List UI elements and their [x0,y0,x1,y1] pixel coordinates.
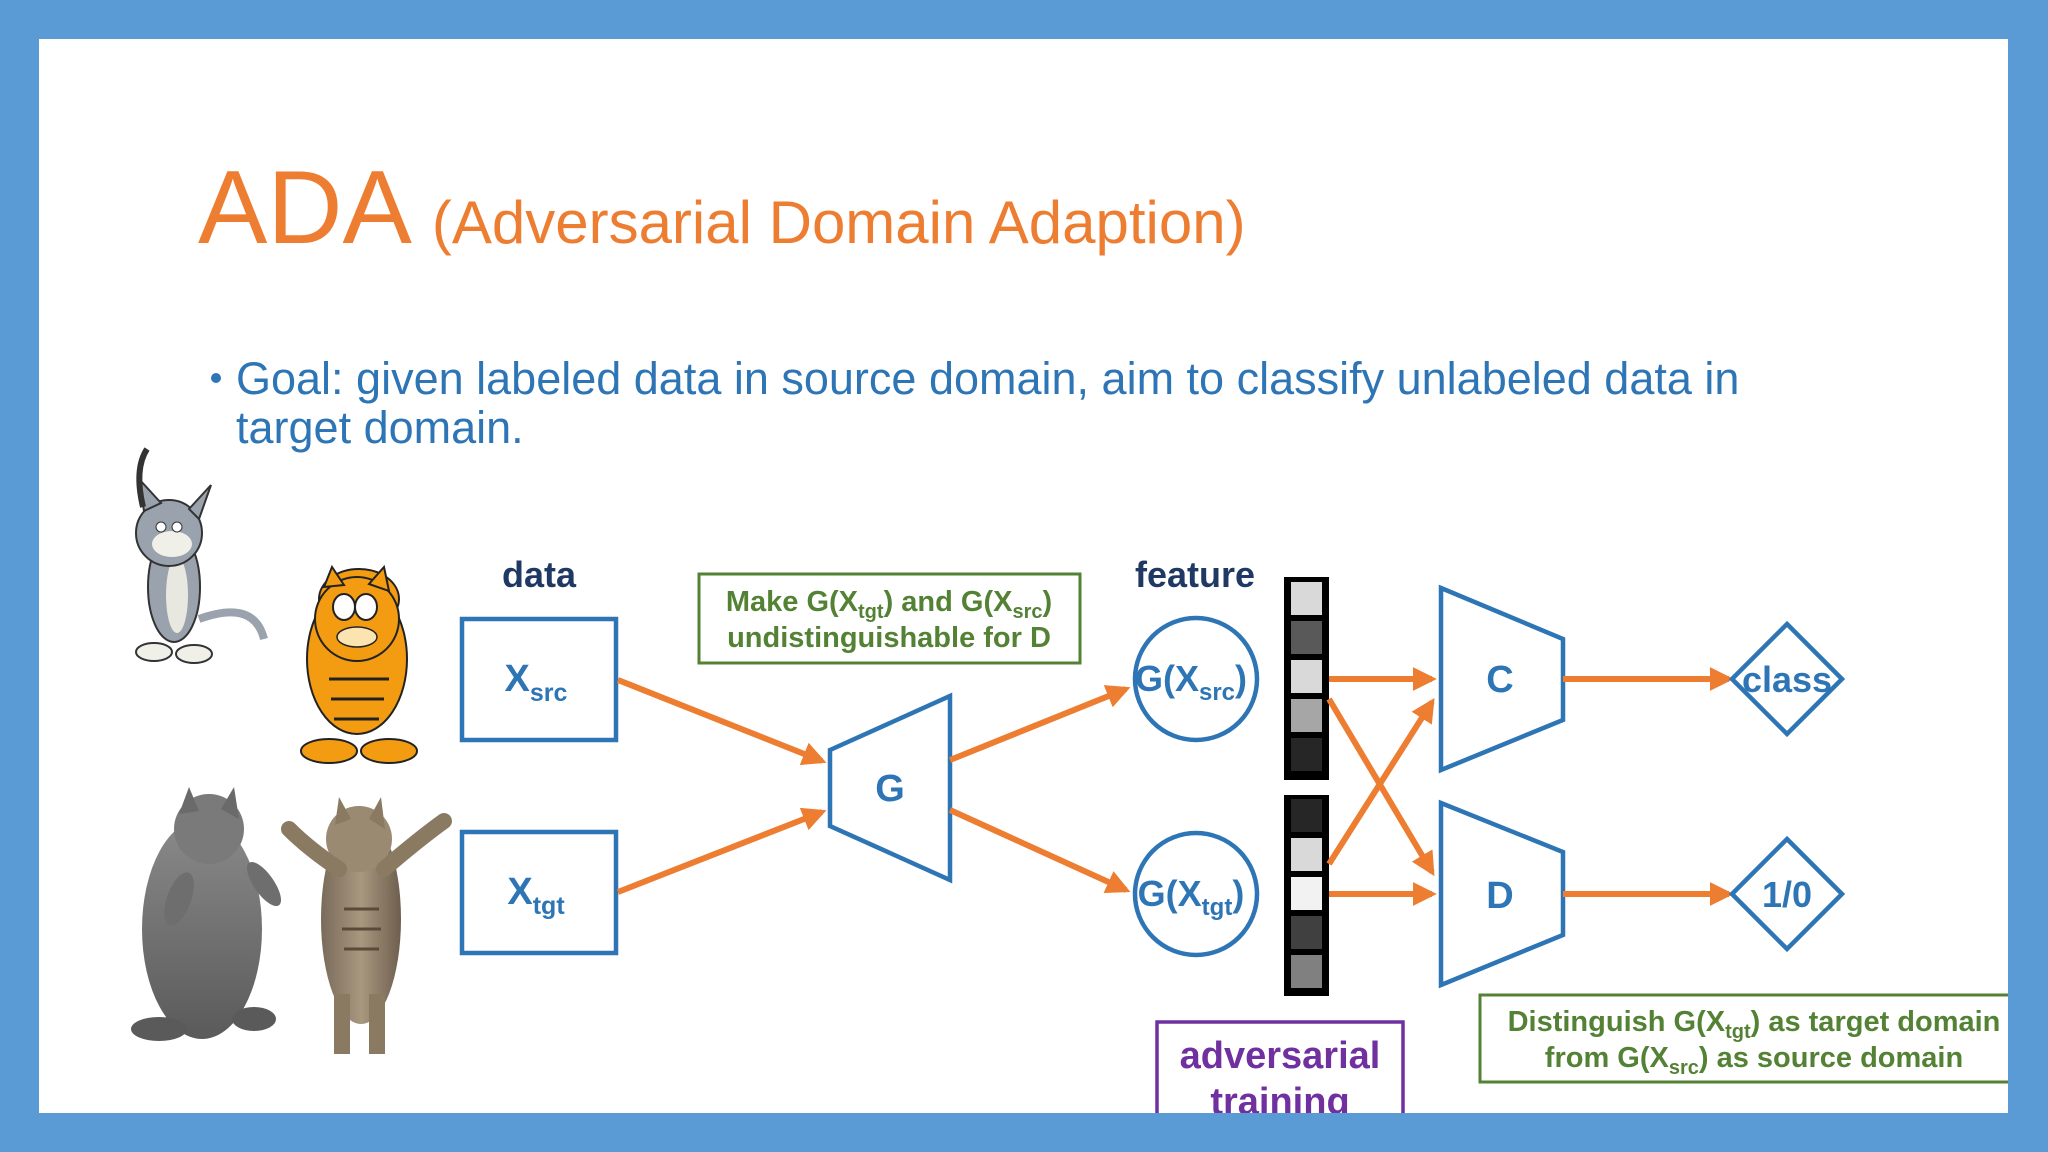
tgt-feature-cell [1291,916,1322,949]
classifier-c [1438,584,1566,774]
make-undistinguishable-note [697,572,1082,665]
c-label: C [1486,659,1513,701]
distinguish-note [1478,993,2008,1084]
g-xsrc-node [1132,615,1260,743]
tgt-feature-cell [1291,838,1322,871]
src-feature-cell [1291,660,1322,693]
x-tgt-label: Xtgt [507,871,565,920]
x-src-box [459,616,619,743]
src-feature-cell [1291,582,1322,615]
bullet-line-1: Goal: given labeled data in source domai… [236,353,1739,404]
src-feature-vector [1284,577,1329,780]
g-xtgt-node [1132,830,1260,958]
tgt-feature-vector [1284,795,1329,996]
arrow-xtgt-to-g [616,807,827,895]
feature-header: feature [1135,554,1255,595]
src-feature-cell [1291,621,1322,654]
arrow-g-to-gtgt [948,807,1131,893]
discriminator-d [1438,799,1566,989]
slide: ADA(Adversarial Domain Adaption) Goal: g… [39,39,2008,1113]
bullet-line-2: target domain. [236,402,524,453]
generator-g [827,692,953,884]
make-note-line-1: Make G(Xtgt) and G(Xsrc) [726,586,1052,623]
g-xtgt-label: G(Xtgt) [1138,873,1245,921]
tgt-feature-cell [1291,955,1322,988]
src-feature-cell [1291,738,1322,771]
make-note-line-2: undistinguishable for D [727,622,1051,654]
adversarial-line-2: training [1210,1081,1349,1113]
data-header: data [502,554,577,595]
g-label: G [875,768,905,810]
arrow-g-to-gsrc [948,685,1131,763]
adversarial-line-1: adversarial [1180,1035,1381,1077]
class-output-label: class [1742,659,1832,700]
binary-output-label: 1/0 [1762,874,1812,915]
adversarial-training-box [1155,1020,1405,1113]
tgt-feature-cell [1291,799,1322,832]
garfield-illustration [300,564,418,764]
class-output-node [1728,620,1846,738]
x-src-label: Xsrc [505,658,568,707]
grey-kitten-photo [131,787,282,1041]
distinguish-line-1: Distinguish G(Xtgt) as target domain [1508,1006,2001,1043]
x-tgt-box [459,829,619,956]
arrow-xsrc-to-g [616,677,827,766]
d-label: D [1486,875,1513,917]
distinguish-line-2: from G(Xsrc) as source domain [1545,1042,1963,1079]
tabby-kitten-photo [281,797,452,1054]
ada-diagram: ADA(Adversarial Domain Adaption) Goal: g… [131,150,2008,1113]
arrow-tgt-to-c [1326,697,1435,866]
binary-output-node [1728,835,1846,953]
tgt-feature-cell [1291,877,1322,910]
slide-title: ADA(Adversarial Domain Adaption) [198,150,1246,266]
g-xsrc-label: G(Xsrc) [1135,658,1247,706]
bullet-dot [211,373,221,383]
src-feature-cell [1291,699,1322,732]
tom-cat-illustration [135,447,268,664]
